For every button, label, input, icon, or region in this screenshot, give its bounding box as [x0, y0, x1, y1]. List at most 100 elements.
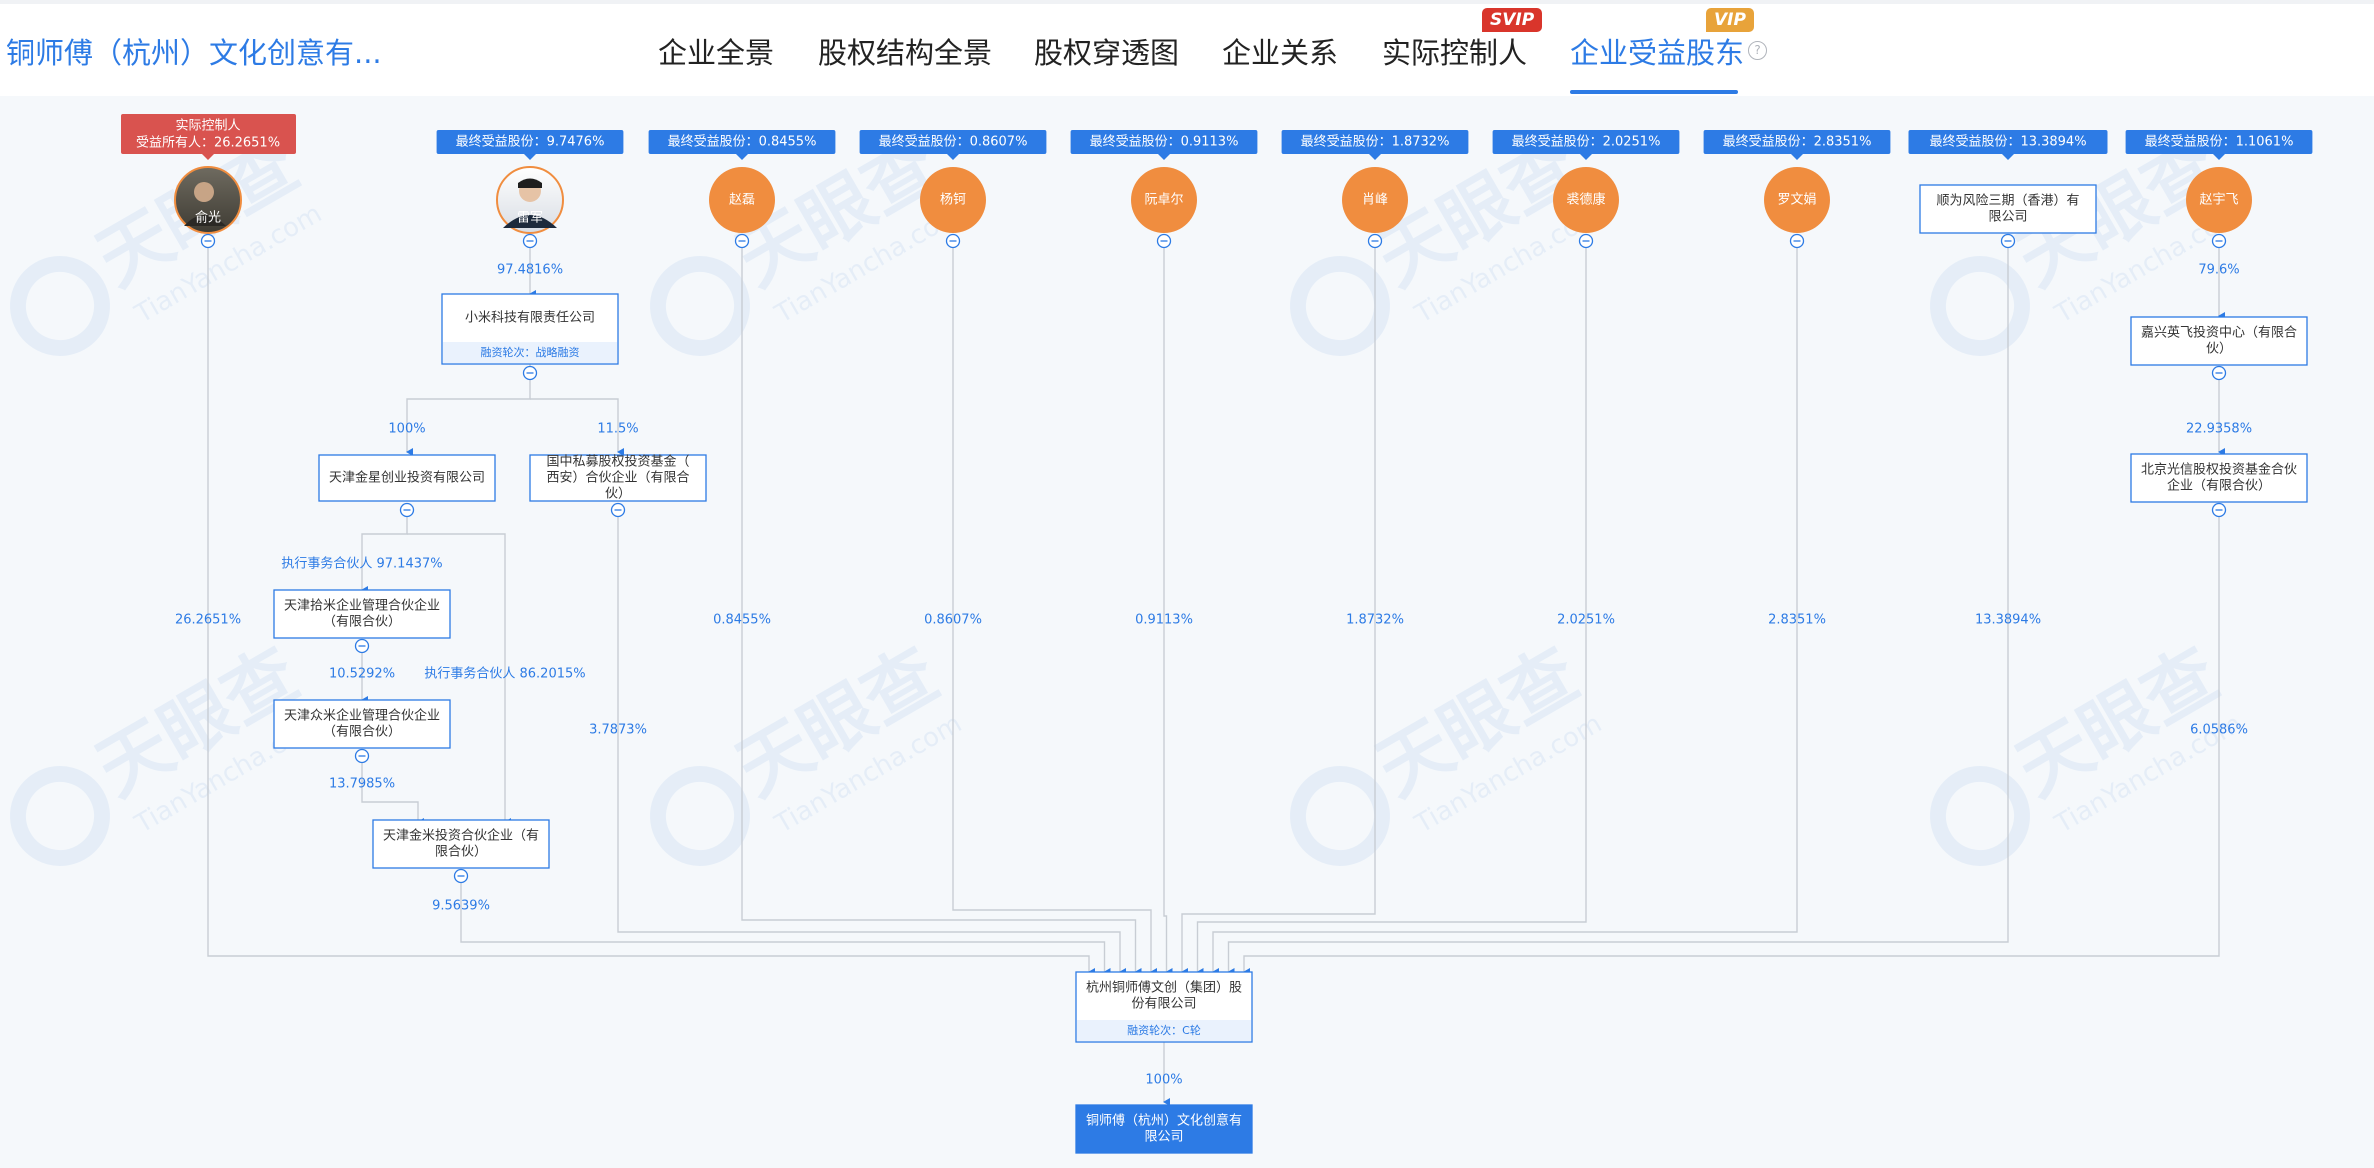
- tab-actual-controller[interactable]: 实际控制人: [1382, 36, 1528, 70]
- company-guozhong[interactable]: [529, 454, 707, 502]
- top-border: [0, 0, 2374, 4]
- benefit-share-tag: [436, 130, 624, 154]
- shareholder-9[interactable]: [2186, 167, 2252, 233]
- svip-badge: SVIP: [1482, 8, 1543, 32]
- tag-pointer: [1580, 154, 1592, 160]
- benefit-share-tag: [1070, 130, 1258, 154]
- edge-percentage: 0.8607%: [924, 613, 982, 628]
- edge-percentage: 22.9358%: [2186, 422, 2252, 437]
- avatar-body: [184, 215, 226, 226]
- benefit-share-tag-text: 最终受益股份：2.0251%: [1512, 134, 1661, 150]
- edge-percentage: 2.8351%: [1768, 613, 1826, 628]
- shareholder-shunwei[interactable]: [1919, 184, 2097, 234]
- connector-line: [617, 509, 1126, 976]
- tag-pointer: [947, 154, 959, 160]
- edge-percentage: 100%: [388, 422, 425, 437]
- benefit-share-tag-text: 最终受益股份：0.9113%: [1090, 134, 1239, 150]
- question-circle-icon[interactable]: ?: [1748, 41, 1767, 60]
- tag-pointer: [736, 154, 748, 160]
- tab-enterprise-relations[interactable]: 企业关系: [1222, 36, 1339, 70]
- connector-line: [207, 238, 1095, 976]
- edge-percentage: 79.6%: [2198, 263, 2239, 278]
- company-guangxin[interactable]: [2130, 453, 2308, 503]
- shareholder-6[interactable]: [1553, 167, 1619, 233]
- tab-equity-penetration[interactable]: 股权穿透图: [1034, 36, 1180, 70]
- shareholder-7[interactable]: [1764, 167, 1830, 233]
- tag-pointer: [2002, 154, 2014, 160]
- shareholder-2[interactable]: [709, 167, 775, 233]
- company-jinmi[interactable]: [372, 819, 550, 869]
- funding-round-label: 融资轮次：C轮: [1127, 1023, 1201, 1037]
- funding-round-label: 融资轮次：战略融资: [481, 345, 580, 359]
- shareholder-6-name: 裘德康: [1566, 192, 1605, 208]
- benefit-share-tag: [859, 130, 1047, 154]
- avatar-face: [194, 182, 214, 202]
- edge-percentage: 9.5639%: [432, 899, 490, 914]
- company-final-label: 铜师傅（杭州）文化创意有: [1086, 1113, 1242, 1129]
- company-title-link[interactable]: 铜师傅（杭州）文化创意有...: [6, 36, 382, 70]
- vip-badge: VIP: [1706, 8, 1754, 32]
- edge-percentage: 2.0251%: [1557, 613, 1615, 628]
- tab-enterprise-panorama[interactable]: 企业全景: [658, 36, 775, 70]
- edge-percentage: 97.4816%: [497, 263, 563, 278]
- active-tab-indicator: [1570, 90, 1738, 94]
- shareholder-shunwei-label: 顺为风险三期（香港）有: [1936, 194, 2079, 209]
- company-shimi[interactable]: [273, 589, 451, 639]
- edge-percentage: 1.8732%: [1346, 613, 1404, 628]
- shareholder-4-name: 阮卓尔: [1144, 193, 1183, 208]
- tag-pointer: [1791, 154, 1803, 160]
- company-jinxing-label: 天津金星创业投资有限公司: [329, 470, 485, 486]
- company-yingfei-label: 嘉兴英飞投资中心（有限合: [2141, 325, 2297, 341]
- company-xiaomi-label: 小米科技有限责任公司: [465, 311, 595, 326]
- edge-percentage: 3.7873%: [589, 723, 647, 738]
- tab-equity-structure[interactable]: 股权结构全景: [818, 36, 993, 70]
- watermark-logo: [650, 256, 750, 356]
- shareholder-2-name: 赵磊: [729, 193, 755, 208]
- controller-tag-line1: 实际控制人: [175, 119, 240, 134]
- shareholder-5[interactable]: [1342, 167, 1408, 233]
- company-jinxing[interactable]: [318, 454, 496, 502]
- shareholder-3-name: 杨钶: [940, 193, 966, 208]
- company-guozhong-label: 西安）合伙企业（有限合: [546, 470, 689, 486]
- diagram-nodes: 实际控制人受益所有人：26.2651%俞光雷军最终受益股份：9.7476%最终受…: [121, 114, 2313, 1154]
- company-shimi-label: 天津拾米企业管理合伙企业: [284, 598, 440, 614]
- connector-line: [407, 533, 511, 826]
- company-yingfei-label: 伙）: [2206, 342, 2232, 357]
- edge-percentage: 10.5292%: [329, 667, 395, 682]
- watermark-logo: [650, 766, 750, 866]
- connector-line: [1212, 238, 1798, 976]
- controller-tag: [121, 114, 296, 154]
- benefit-share-tag: [648, 130, 836, 154]
- company-zhongmi-label: （有限合伙）: [323, 725, 401, 740]
- shareholder-7-name: 罗文娟: [1777, 193, 1816, 208]
- benefit-share-tag: [1281, 130, 1469, 154]
- company-guozhong-label: 国中私募股权投资基金（: [546, 454, 689, 470]
- connector-lines: 26.2651%97.4816%100%11.5%执行事务合伙人 97.1437…: [175, 238, 2252, 1106]
- edge-percentage: 执行事务合伙人 86.2015%: [424, 666, 585, 682]
- company-zhongmi[interactable]: [273, 699, 451, 749]
- benefit-share-tag-text: 最终受益股份：0.8607%: [879, 134, 1028, 150]
- company-guangxin-label: 企业（有限合伙）: [2167, 478, 2271, 494]
- tag-pointer: [1158, 154, 1170, 160]
- benefit-share-tag: [1492, 130, 1680, 154]
- edge-percentage: 100%: [1145, 1073, 1182, 1088]
- shareholder-4[interactable]: [1131, 167, 1197, 233]
- benefit-share-tag: [2125, 130, 2313, 154]
- tab-beneficial-shareholders[interactable]: 企业受益股东: [1570, 36, 1745, 70]
- connector-line: [406, 364, 531, 456]
- shareholder-3[interactable]: [920, 167, 986, 233]
- watermark-logo: [1290, 256, 1390, 356]
- company-guozhong-label: 伙）: [605, 487, 631, 502]
- company-final[interactable]: [1075, 1104, 1253, 1154]
- company-yingfei[interactable]: [2130, 316, 2308, 366]
- edge-percentage: 13.3894%: [1975, 613, 2041, 628]
- company-guangxin-label: 北京光信股权投资基金合伙: [2141, 462, 2297, 478]
- shareholder-yu-guang-name: 俞光: [195, 210, 221, 226]
- connector-line: [361, 756, 424, 826]
- avatar-body: [503, 215, 557, 228]
- connector-line: [1196, 238, 1587, 976]
